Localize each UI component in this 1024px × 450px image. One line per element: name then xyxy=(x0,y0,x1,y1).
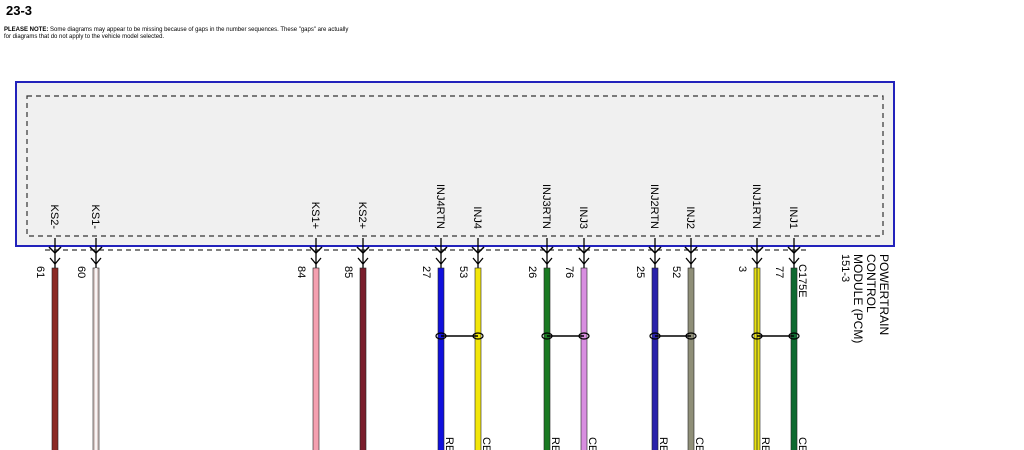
pin-label: INJ3RTN xyxy=(540,184,552,229)
module-name-line-1: POWERTRAIN xyxy=(877,254,891,335)
terminal-fork-icon xyxy=(49,257,61,266)
pin-label: INJ3 xyxy=(577,206,589,229)
pin-number: 52 xyxy=(670,266,682,278)
module-ref: 151-3 xyxy=(839,254,851,282)
terminal-fork-icon xyxy=(751,257,763,266)
pin-label: INJ2 xyxy=(684,206,696,229)
pin-label: INJ4 xyxy=(471,206,483,229)
pin-number: 27 xyxy=(420,266,432,278)
pin-number: 25 xyxy=(634,266,646,278)
pin-ks2-: KS2- 61 xyxy=(34,205,62,450)
pcm-module-box xyxy=(15,81,895,247)
terminal-fork-icon xyxy=(357,257,369,266)
pin-ks1+: KS1+ 84 xyxy=(295,202,323,450)
wire xyxy=(312,267,320,450)
wire xyxy=(474,267,482,450)
wire-cut-label: CE xyxy=(586,437,598,450)
pin-number: 26 xyxy=(526,266,538,278)
wire-cut-label: RE xyxy=(549,437,561,450)
terminal-fork-icon xyxy=(541,257,553,266)
pin-number: 85 xyxy=(342,266,354,278)
wire xyxy=(51,267,59,450)
pin-label: KS1+ xyxy=(309,202,321,229)
pin-number: 60 xyxy=(75,266,87,278)
pin-label: INJ1RTN xyxy=(750,184,762,229)
wire-cut-label: RE xyxy=(657,437,669,450)
pin-label: KS2- xyxy=(48,205,60,230)
wire xyxy=(359,267,367,450)
pin-label: INJ2RTN xyxy=(648,184,660,229)
pin-ks1-: KS1- 60 xyxy=(75,205,103,450)
pin-number: 53 xyxy=(457,266,469,278)
twisted-pair-marker xyxy=(435,332,484,340)
wire-cut-label: CE xyxy=(796,437,808,450)
wire xyxy=(651,267,659,450)
wire-cut-label: RE xyxy=(759,437,771,450)
wire xyxy=(790,267,798,450)
module-label: POWERTRAIN CONTROL MODULE (PCM) 151-3 C1… xyxy=(796,254,891,343)
pcm-module-inner-dashed xyxy=(26,95,884,237)
note-text: Some diagrams may appear to be missing b… xyxy=(4,27,349,40)
wire xyxy=(580,267,588,450)
pin-number: 84 xyxy=(295,266,307,278)
wire-cut-label: RE xyxy=(443,437,455,450)
module-name-line-3: MODULE (PCM) xyxy=(851,254,865,343)
note-label: PLEASE NOTE: xyxy=(4,27,49,33)
pin-number: 77 xyxy=(773,266,785,278)
wire-cut-label: CE xyxy=(480,437,492,450)
terminal-fork-icon xyxy=(90,257,102,266)
wire xyxy=(543,267,551,450)
page-note: PLEASE NOTE: Some diagrams may appear to… xyxy=(4,27,354,41)
terminal-fork-icon xyxy=(578,257,590,266)
pin-label: KS1- xyxy=(89,205,101,230)
terminal-fork-icon xyxy=(685,257,697,266)
terminal-fork-icon xyxy=(310,257,322,266)
page-title: 23-3 xyxy=(6,3,33,18)
terminal-fork-icon xyxy=(435,257,447,266)
module-name-line-2: CONTROL xyxy=(864,254,878,313)
pin-label: KS2+ xyxy=(356,202,368,229)
terminal-fork-icon xyxy=(472,257,484,266)
pin-number: 76 xyxy=(563,266,575,278)
pin-label: INJ4RTN xyxy=(434,184,446,229)
terminal-fork-icon xyxy=(788,257,800,266)
twisted-pair-marker xyxy=(649,332,697,340)
twisted-pair-marker xyxy=(541,332,590,340)
pin-ks2+: KS2+ 85 xyxy=(342,202,370,450)
wire xyxy=(437,267,445,450)
connector-id: C175E xyxy=(796,264,808,298)
pin-number: 3 xyxy=(736,266,748,272)
wire xyxy=(687,267,695,450)
pin-number: 61 xyxy=(34,266,46,278)
terminal-fork-icon xyxy=(649,257,661,266)
wire-cut-label: CE xyxy=(693,437,705,450)
twisted-pair-marker xyxy=(751,332,800,340)
pin-label: INJ1 xyxy=(787,206,799,229)
pin-inj1rtn: INJ1RTN 3RE xyxy=(736,184,771,450)
